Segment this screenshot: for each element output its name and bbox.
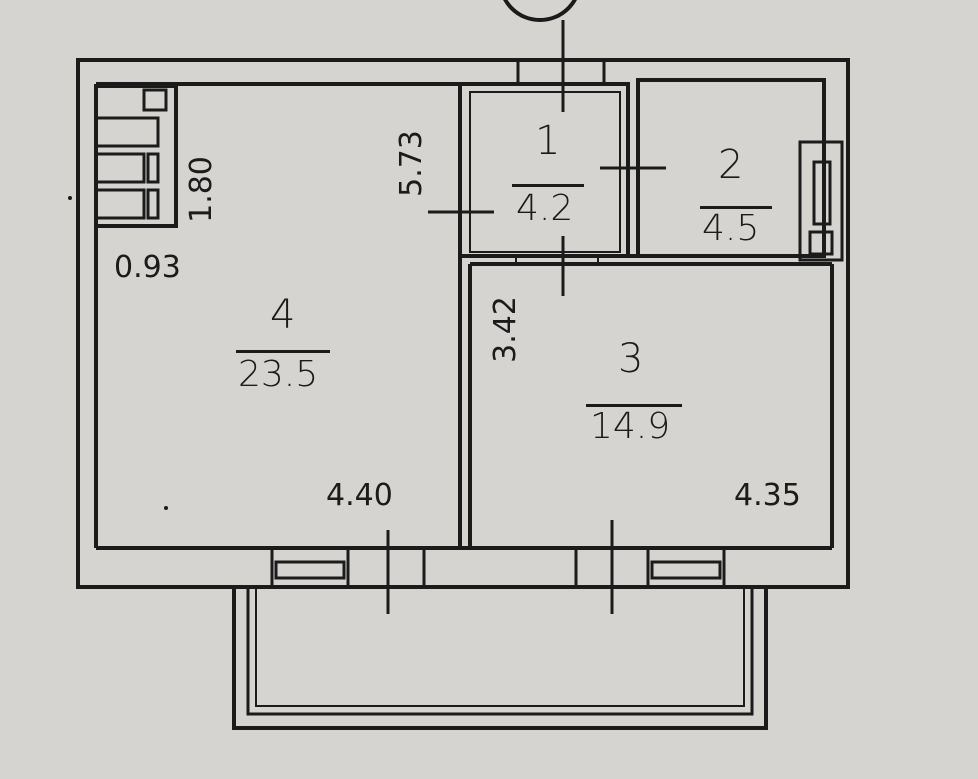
room-2-area: 4.5	[702, 208, 760, 249]
room-4-area: 23.5	[238, 354, 319, 395]
balcony-outline	[232, 587, 768, 730]
dimension-room-width: 4.35	[734, 478, 801, 513]
room-3-area: 14.9	[590, 406, 671, 447]
room-1-area: 4.2	[516, 188, 574, 229]
room-4-number: 4	[270, 292, 296, 338]
dimension-hall-length: 5.73	[393, 130, 429, 197]
dimension-room-depth: 3.42	[487, 296, 523, 363]
room-2-number: 2	[718, 142, 744, 188]
dimension-kitchen-width: 4.40	[326, 478, 393, 513]
room-3-number: 3	[618, 336, 644, 382]
dimension-closet-width: 0.93	[114, 250, 181, 285]
room-1-outline	[458, 82, 630, 258]
room-1-number: 1	[535, 118, 561, 164]
dimension-closet-depth: 1.80	[183, 156, 219, 223]
outer-wall	[76, 58, 850, 589]
entrance-marker	[503, 0, 577, 22]
